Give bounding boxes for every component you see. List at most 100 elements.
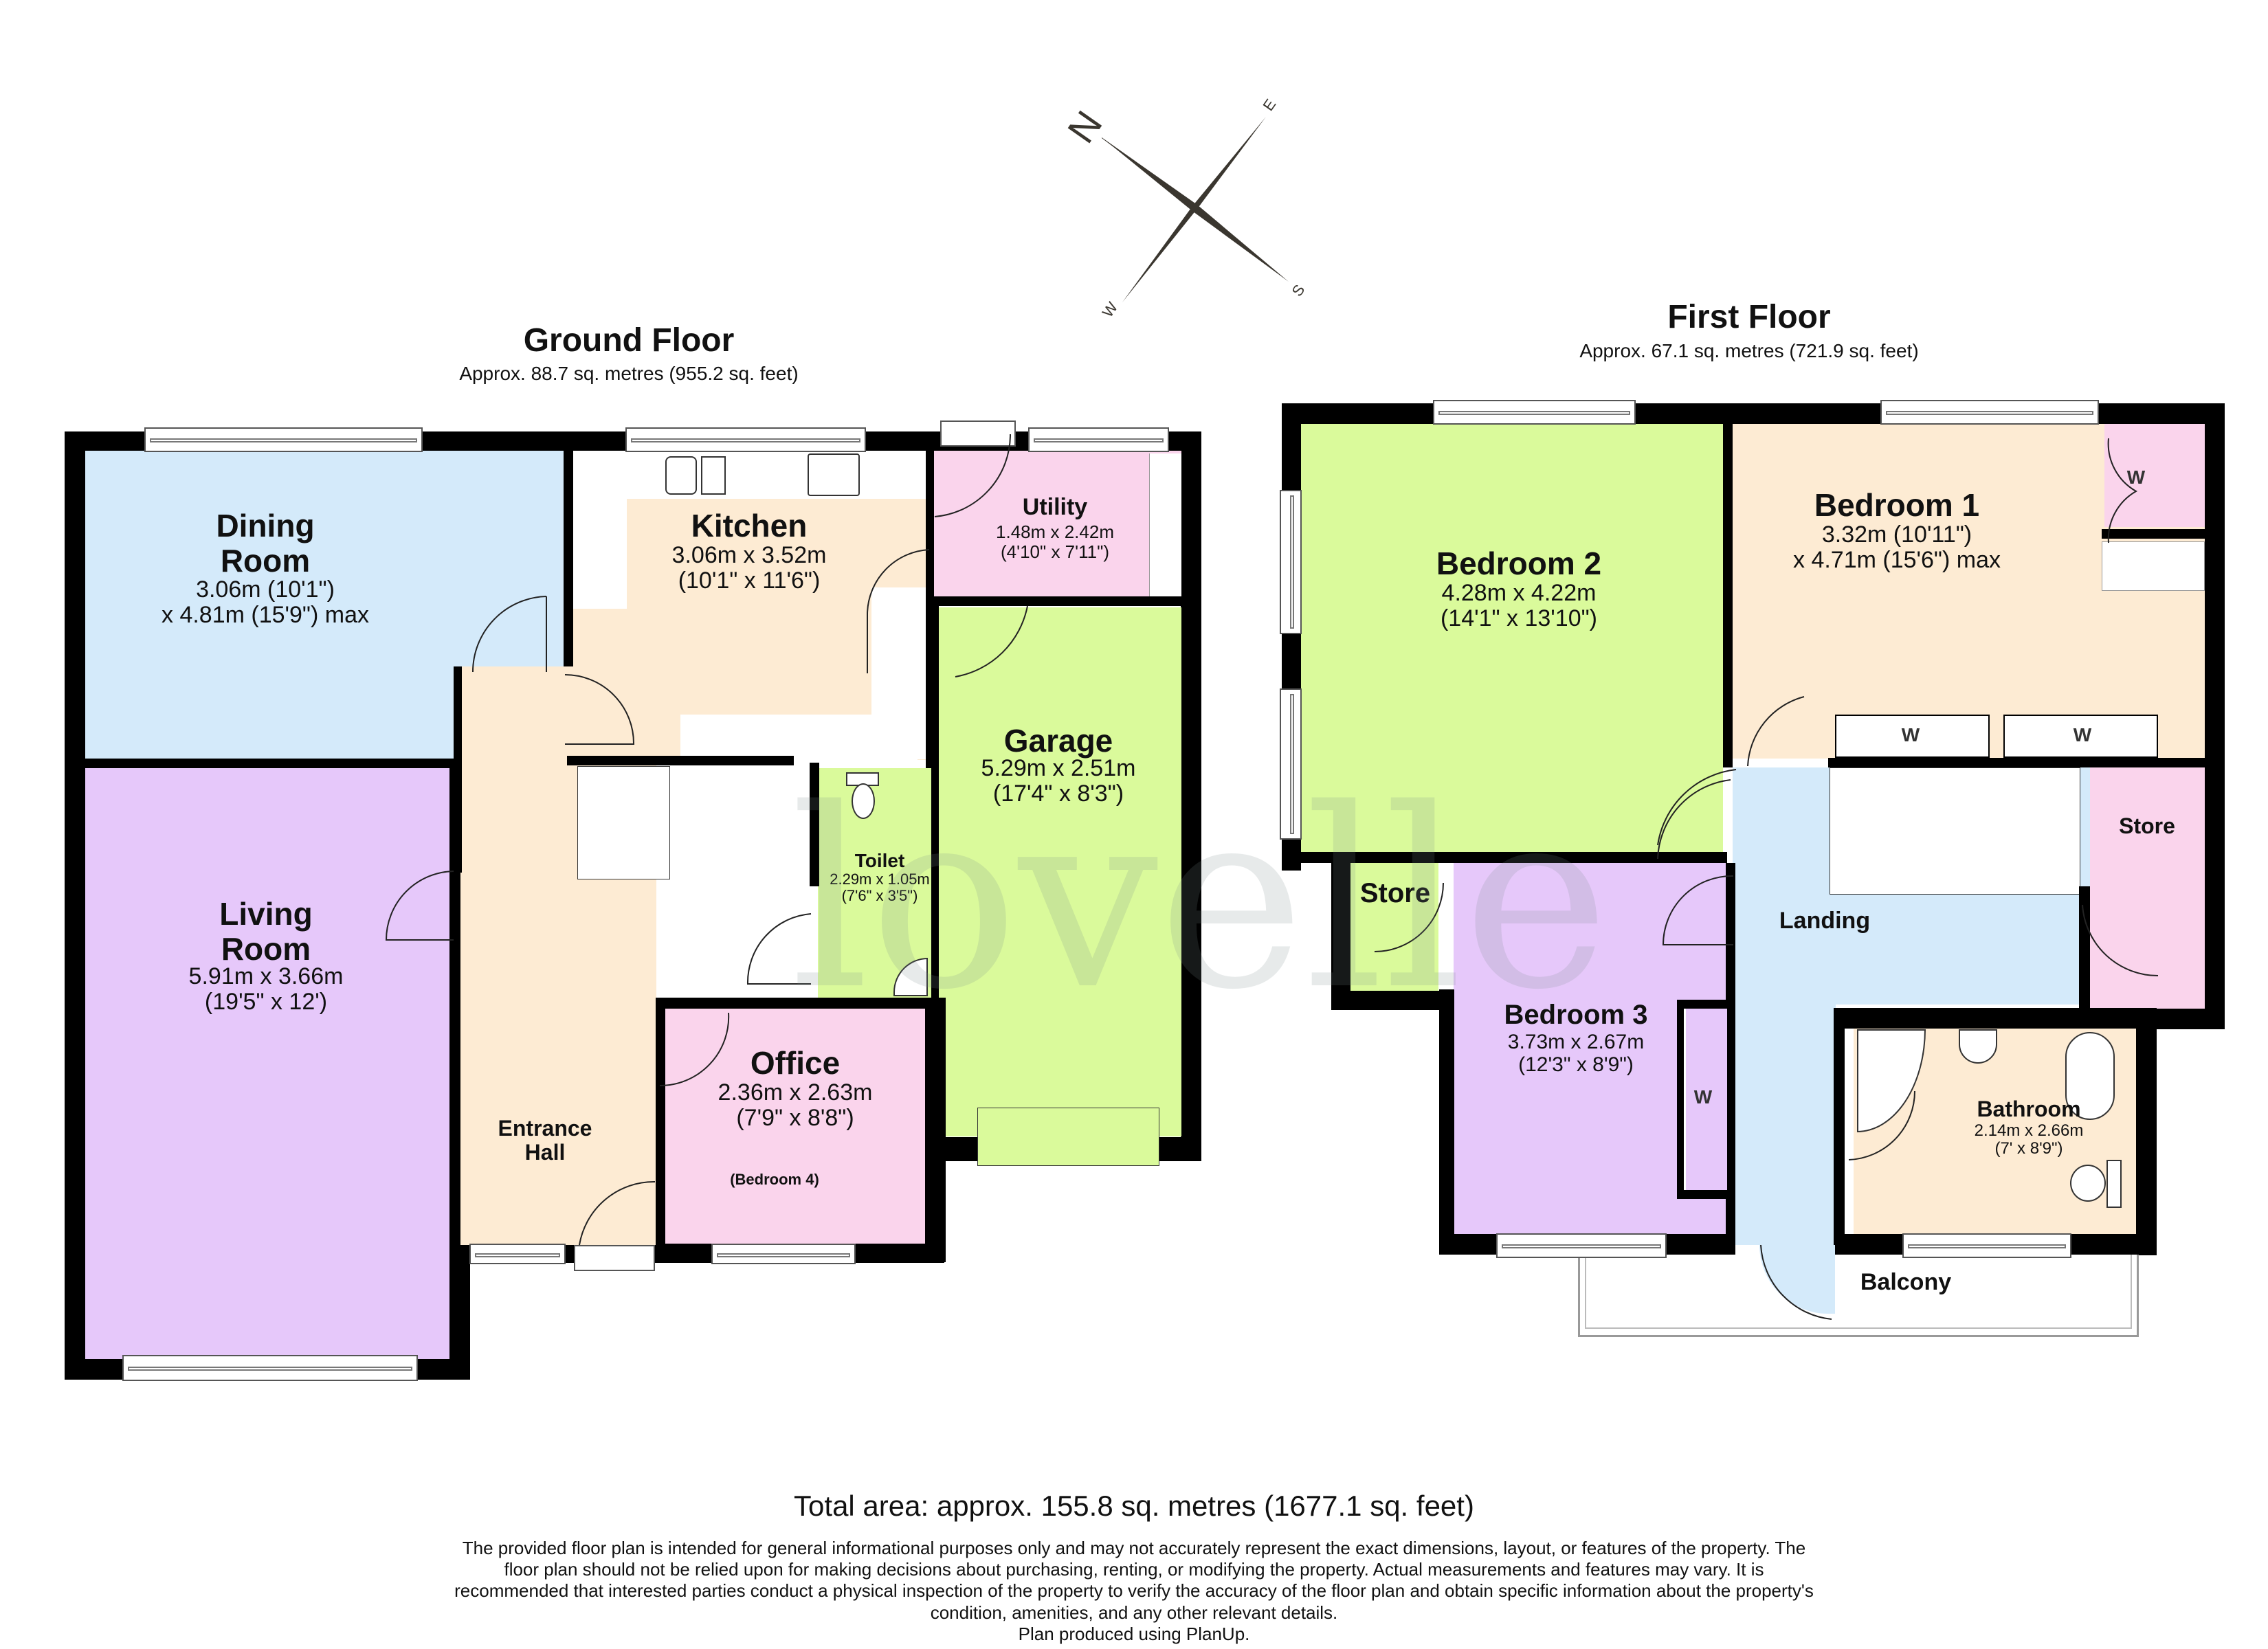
utility-back-door bbox=[940, 420, 1016, 447]
ff-wall-right bbox=[2205, 403, 2225, 1029]
garage-door-icon bbox=[977, 1108, 1159, 1166]
dining-bottom-wall bbox=[85, 759, 459, 768]
bedroom1-wardrobe-top bbox=[2104, 424, 2205, 527]
bathroom-dims: 2.14m x 2.66m(7' x 8'9") bbox=[1974, 1121, 2084, 1158]
store-right bbox=[2090, 767, 2205, 1010]
wc-cistern-icon bbox=[2106, 1160, 2122, 1208]
utility-bottom-wall bbox=[934, 596, 1181, 606]
store-left bbox=[1350, 863, 1438, 991]
kitchen-hob-icon bbox=[808, 453, 860, 496]
kitchen-worktop-top bbox=[573, 451, 931, 499]
bedroom-1-name: Bedroom 1 bbox=[1814, 487, 1980, 523]
bedroom-3-dims: 3.73m x 2.67m(12'3" x 8'9") bbox=[1507, 1031, 1645, 1076]
bedroom2-window-left-2 bbox=[1280, 688, 1302, 840]
toilet-bottom-wall bbox=[656, 998, 931, 1009]
gf-wall-right bbox=[1181, 431, 1201, 1160]
bedroom3-right-wall bbox=[1726, 863, 1735, 1255]
living-window bbox=[122, 1355, 418, 1381]
toilet-bowl-icon bbox=[852, 783, 875, 819]
first-floor-area: Approx. 67.1 sq. metres (721.9 sq. feet) bbox=[1579, 340, 1919, 361]
bedroom-1-dims: 3.32m (10'11")x 4.71m (15'6") max bbox=[1793, 521, 2001, 574]
wardrobe-w-label-3: W bbox=[2073, 724, 2092, 745]
kitchen-worktop-left bbox=[573, 451, 627, 609]
balcony-name: Balcony bbox=[1860, 1269, 1952, 1295]
wardrobe-w-label-2: W bbox=[1901, 724, 1920, 745]
garage bbox=[938, 607, 1181, 1136]
bedroom1-chimney-breast bbox=[2102, 541, 2205, 591]
hall-left-wall bbox=[454, 666, 462, 873]
bedroom1-wardrobe-divider bbox=[2102, 529, 2205, 539]
office-note: (Bedroom 4) bbox=[730, 1171, 819, 1188]
office bbox=[665, 1009, 925, 1244]
office-name: Office bbox=[750, 1045, 841, 1081]
office-right-wall bbox=[925, 998, 946, 1262]
bedroom3-window bbox=[1496, 1233, 1667, 1258]
disclaimer-line-1: The provided floor plan is intended for … bbox=[462, 1538, 1806, 1558]
living-room-dims: 5.91m x 3.66m(19'5" x 12') bbox=[188, 963, 344, 1016]
landing-name: Landing bbox=[1779, 908, 1871, 934]
first-stairs-icon bbox=[1830, 767, 2080, 895]
bedroom1-wardrobe-b bbox=[2003, 715, 2158, 758]
wardrobe-w-label-4: W bbox=[1693, 1086, 1713, 1108]
kitchen-stair-wall bbox=[567, 756, 794, 765]
ground-floor-title: Ground Floor bbox=[523, 322, 735, 359]
disclaimer-line-3: recommended that interested parties cond… bbox=[454, 1580, 1814, 1602]
kitchen-dims: 3.06m x 3.52m(10'1" x 11'6") bbox=[671, 542, 827, 594]
disclaimer: The provided floor plan is intended for … bbox=[309, 1538, 1959, 1645]
bedroom1-window-top bbox=[1880, 400, 2099, 425]
dining-window bbox=[144, 427, 423, 452]
bedroom1-wardrobe-wall bbox=[1828, 758, 2213, 767]
bedroom2-window-left-1 bbox=[1280, 490, 1302, 634]
bathroom-right-wall bbox=[2136, 1008, 2157, 1255]
bathtub-icon bbox=[2065, 1032, 2115, 1120]
dining-room-dims: 3.06m (10'1")x 4.81m (15'9") max bbox=[162, 576, 369, 629]
store-left-name: Store bbox=[1359, 878, 1431, 908]
office-dims: 2.36m x 2.63m(7'9" x 8'8") bbox=[718, 1079, 873, 1132]
bedroom2-bottom-wall bbox=[1301, 852, 1727, 863]
garage-name: Garage bbox=[1003, 723, 1113, 759]
utility-dims: 1.48m x 2.42m(4'10" x 7'11") bbox=[996, 521, 1114, 562]
office-window bbox=[711, 1244, 856, 1264]
bedroom-3-name: Bedroom 3 bbox=[1504, 1000, 1648, 1030]
bathroom-left-wall bbox=[1834, 1008, 1845, 1255]
washbasin-icon bbox=[1959, 1029, 1997, 1064]
garage-dims: 5.29m x 2.51m(17'4" x 8'3") bbox=[981, 755, 1136, 807]
front-door-step bbox=[574, 1245, 655, 1271]
store-right-left-wall bbox=[2079, 886, 2090, 1010]
bathroom-window bbox=[1902, 1233, 2071, 1258]
landing-corridor bbox=[1733, 1003, 1836, 1245]
kitchen-worktop-right bbox=[871, 587, 926, 759]
wc-icon bbox=[2070, 1165, 2106, 1202]
toilet-dims: 2.29m x 1.05m(7'6" x 3'5") bbox=[830, 871, 930, 905]
utility-counter bbox=[1149, 453, 1181, 598]
living-room bbox=[85, 768, 451, 1359]
kitchen-sink-icon bbox=[665, 456, 697, 495]
compass-rose-icon bbox=[1102, 117, 1289, 302]
ground-stairs-icon bbox=[577, 766, 670, 879]
gf-wall-left bbox=[65, 431, 85, 1380]
balcony-inner-rail bbox=[1585, 1255, 2132, 1329]
kitchen-name: Kitchen bbox=[691, 508, 808, 543]
store-left-wall-l bbox=[1331, 859, 1350, 1007]
bedroom3-wardrobe-inner bbox=[1684, 1009, 1727, 1190]
toilet-name: Toilet bbox=[854, 850, 905, 871]
bathroom-top-wall bbox=[1834, 1008, 2157, 1029]
dining-right-wall bbox=[564, 451, 573, 677]
office-left-wall bbox=[656, 998, 665, 1262]
compass: N E S W bbox=[1031, 69, 1375, 344]
ground-floor-area: Approx. 88.7 sq. metres (955.2 sq. feet) bbox=[459, 363, 799, 384]
disclaimer-line-2: floor plan should not be relied upon for… bbox=[504, 1559, 1764, 1580]
plan-credit: Plan produced using PlanUp. bbox=[1018, 1623, 1250, 1644]
bedroom2-window-top bbox=[1433, 400, 1636, 425]
bedroom-2-dims: 4.28m x 4.22m(14'1" x 13'10") bbox=[1440, 580, 1598, 632]
kitchen-drainer-icon bbox=[701, 456, 726, 495]
bedroom3-left-wall bbox=[1439, 989, 1454, 1254]
kitchen bbox=[573, 451, 931, 760]
balcony bbox=[1578, 1255, 2139, 1337]
bedroom-2-name: Bedroom 2 bbox=[1436, 546, 1602, 581]
watermark-text: lovelle bbox=[790, 756, 1610, 1044]
